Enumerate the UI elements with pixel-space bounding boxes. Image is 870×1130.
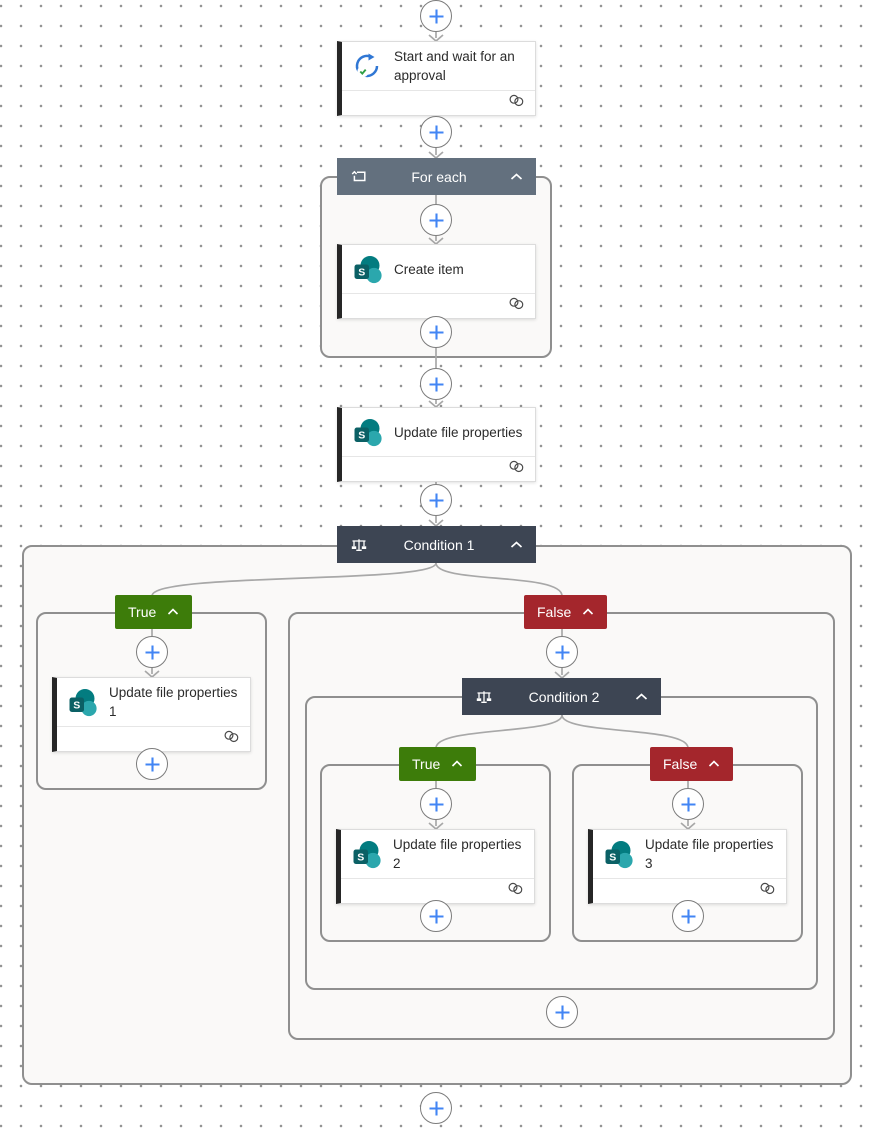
insert-action-button[interactable] — [546, 636, 578, 668]
insert-action-button[interactable] — [672, 900, 704, 932]
connection-rings-icon — [507, 882, 524, 900]
svg-text:S: S — [358, 429, 365, 441]
card-footer — [342, 456, 535, 481]
plus-icon — [681, 909, 695, 923]
for-each-header[interactable]: For each — [337, 158, 536, 195]
plus-icon — [429, 493, 443, 507]
badge-label: False — [537, 604, 572, 620]
insert-action-button[interactable] — [420, 788, 452, 820]
plus-icon — [555, 645, 569, 659]
action-card-update-file-properties-2[interactable]: S Update file properties 2 — [336, 829, 535, 904]
plus-icon — [429, 377, 443, 391]
true-branch-badge[interactable]: True — [115, 595, 193, 629]
insert-action-button[interactable] — [546, 996, 578, 1028]
plus-icon — [145, 645, 159, 659]
scales-icon — [475, 688, 493, 706]
card-title: Create item — [394, 261, 464, 277]
loop-icon — [350, 168, 368, 186]
plus-icon — [429, 325, 443, 339]
card-footer — [57, 726, 250, 751]
sharepoint-icon: S — [352, 254, 382, 284]
true-branch-badge[interactable]: True — [399, 747, 477, 781]
chevron-up-icon[interactable] — [451, 760, 463, 768]
plus-icon — [429, 9, 443, 23]
insert-action-button[interactable] — [672, 788, 704, 820]
insert-action-button[interactable] — [136, 748, 168, 780]
card-title: Start and wait for an approval — [394, 49, 515, 83]
insert-action-button[interactable] — [420, 484, 452, 516]
chevron-up-icon[interactable] — [635, 692, 648, 701]
card-title-row: S Update file properties — [342, 408, 535, 456]
connection-rings-icon — [508, 460, 525, 478]
card-footer — [342, 293, 535, 318]
insert-action-button[interactable] — [136, 636, 168, 668]
chevron-up-icon[interactable] — [167, 608, 179, 616]
insert-action-button[interactable] — [420, 204, 452, 236]
condition2-label: Condition 2 — [528, 688, 600, 705]
connection-rings-icon — [223, 730, 240, 748]
svg-text:S: S — [609, 851, 616, 863]
insert-action-button[interactable] — [420, 368, 452, 400]
sharepoint-icon: S — [603, 839, 633, 869]
sharepoint-icon: S — [67, 687, 97, 717]
insert-action-button[interactable] — [420, 116, 452, 148]
svg-text:S: S — [358, 266, 365, 278]
badge-label: True — [412, 756, 441, 772]
connection-rings-icon — [759, 882, 776, 900]
svg-text:S: S — [73, 699, 80, 711]
connection-rings-icon — [508, 94, 525, 112]
action-card-update-file-properties-1[interactable]: S Update file properties 1 — [52, 677, 251, 752]
condition1-header[interactable]: Condition 1 — [337, 526, 536, 563]
plus-icon — [429, 125, 443, 139]
card-title-row: S Update file properties 2 — [341, 830, 534, 878]
insert-action-button[interactable] — [420, 1092, 452, 1124]
chevron-up-icon[interactable] — [510, 172, 523, 181]
sharepoint-icon: S — [352, 417, 382, 447]
condition1-label: Condition 1 — [403, 536, 475, 553]
card-title-row: S Update file properties 3 — [593, 830, 786, 878]
false-branch-badge[interactable]: False — [524, 595, 608, 629]
plus-icon — [145, 757, 159, 771]
card-title-row: Start and wait for an approval — [342, 42, 535, 90]
card-footer — [342, 90, 535, 115]
card-title: Update file properties — [394, 424, 523, 440]
action-card-update-file-properties-3[interactable]: S Update file properties 3 — [588, 829, 787, 904]
plus-icon — [429, 909, 443, 923]
card-title-row: S Update file properties 1 — [57, 678, 250, 726]
sharepoint-icon: S — [351, 839, 381, 869]
insert-action-button[interactable] — [420, 0, 452, 32]
chevron-up-icon[interactable] — [510, 540, 523, 549]
card-title-row: S Create item — [342, 245, 535, 293]
card-title: Update file properties 2 — [393, 837, 522, 871]
plus-icon — [429, 213, 443, 227]
plus-icon — [555, 1005, 569, 1019]
action-card-approval[interactable]: Start and wait for an approval — [337, 41, 536, 116]
plus-icon — [429, 797, 443, 811]
approval-circular-arrow-check-icon — [352, 51, 382, 81]
chevron-up-icon[interactable] — [582, 608, 594, 616]
condition2-header[interactable]: Condition 2 — [462, 678, 661, 715]
insert-action-button[interactable] — [420, 900, 452, 932]
badge-label: False — [663, 756, 698, 772]
card-title: Update file properties 1 — [109, 685, 238, 719]
chevron-up-icon[interactable] — [708, 760, 720, 768]
scales-icon — [350, 536, 368, 554]
action-card-update-file-properties[interactable]: S Update file properties — [337, 407, 536, 482]
plus-icon — [429, 1101, 443, 1115]
card-footer — [341, 878, 534, 903]
svg-text:S: S — [357, 851, 364, 863]
false-branch-badge[interactable]: False — [650, 747, 734, 781]
card-footer — [593, 878, 786, 903]
insert-action-button[interactable] — [420, 316, 452, 348]
card-title: Update file properties 3 — [645, 837, 774, 871]
connection-rings-icon — [508, 297, 525, 315]
plus-icon — [681, 797, 695, 811]
for-each-label: For each — [411, 168, 467, 185]
badge-label: True — [128, 604, 157, 620]
action-card-create-item[interactable]: S Create item — [337, 244, 536, 319]
